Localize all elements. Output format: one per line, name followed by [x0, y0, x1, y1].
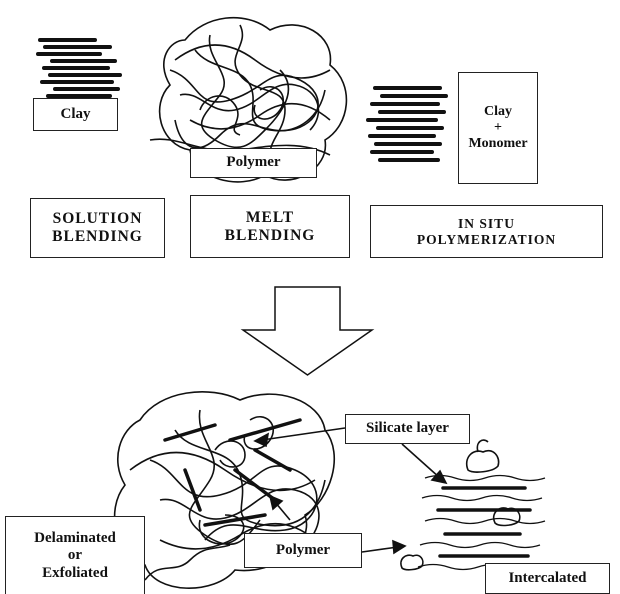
- silicate-layer-label: Silicate layer: [366, 420, 449, 437]
- delaminated-exfoliated-box: Delaminated or Exfoliated: [5, 516, 145, 594]
- clay-monomer-line-1: Clay: [484, 103, 512, 119]
- delaminated-line-2: or: [67, 547, 83, 564]
- solution-blending-line-1: SOLUTION: [52, 210, 143, 228]
- silicate-layer-box: Silicate layer: [345, 414, 470, 444]
- exfoliated-silicate-platelets: [163, 418, 302, 527]
- delaminated-line-3: Exfoliated: [42, 564, 108, 581]
- polymer-label-bottom: Polymer: [275, 541, 331, 558]
- clay-stack-top-left: [36, 38, 122, 98]
- clay-label: Clay: [60, 105, 91, 122]
- clay-stack-top-right: [366, 86, 448, 162]
- process-arrow: [240, 286, 375, 376]
- clay-label-box: Clay: [33, 98, 118, 131]
- intercalated-label: Intercalated: [508, 569, 587, 586]
- intercalated-box: Intercalated: [485, 563, 610, 594]
- melt-blending-line-2: BLENDING: [224, 226, 316, 244]
- melt-blending-box: MELT BLENDING: [190, 195, 350, 258]
- solution-blending-line-2: BLENDING: [52, 228, 143, 245]
- polymer-label-box-top: Polymer: [190, 148, 317, 178]
- clay-monomer-line-2: +: [494, 119, 502, 135]
- insitu-line-1: IN SITU: [458, 215, 515, 231]
- polymer-label-top: Polymer: [226, 154, 281, 171]
- insitu-polymerization-box: IN SITU POLYMERIZATION: [370, 205, 603, 258]
- delaminated-line-1: Delaminated: [34, 530, 116, 547]
- polymer-label-box-bottom: Polymer: [244, 533, 362, 568]
- insitu-line-2: POLYMERIZATION: [416, 231, 557, 247]
- solution-blending-box: SOLUTION BLENDING: [30, 198, 165, 258]
- pointer-arrows: [253, 427, 448, 555]
- clay-monomer-box: Clay + Monomer: [458, 72, 538, 184]
- melt-blending-line-1: MELT: [245, 208, 295, 226]
- intercalated-stack: [400, 439, 546, 571]
- clay-monomer-line-3: Monomer: [468, 136, 528, 152]
